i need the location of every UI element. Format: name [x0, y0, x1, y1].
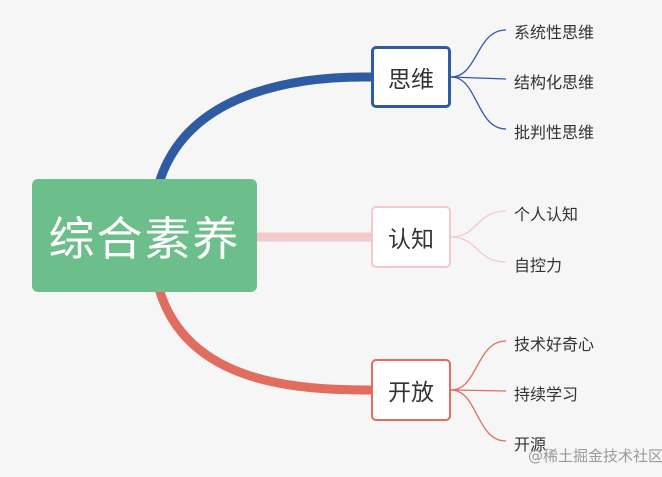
bracket-cognition-1: [450, 210, 507, 238]
leaf-node[interactable]: 技术好奇心: [514, 335, 595, 354]
bracket-open-3: [450, 389, 507, 442]
leaf-node[interactable]: 开源: [514, 435, 547, 454]
watermark: @稀土掘金技术社区: [528, 447, 662, 465]
bracket-open-1: [450, 340, 507, 391]
bracket-think-2: [450, 76, 507, 80]
leaf-node[interactable]: 持续学习: [514, 385, 579, 404]
connector-root-to-open: [155, 287, 376, 395]
root-label: 综合素养: [48, 211, 241, 266]
leaf-node[interactable]: 自控力: [514, 256, 563, 275]
bracket-think-3: [450, 76, 507, 130]
branch-label: 思维: [388, 67, 434, 93]
branch-label: 认知: [388, 227, 434, 253]
bracket-open-2: [450, 389, 507, 392]
branch-node-think[interactable]: 思维: [371, 46, 451, 108]
branch-node-open[interactable]: 开放: [371, 359, 451, 421]
leaf-node[interactable]: 系统性思维: [514, 23, 595, 42]
root-node[interactable]: 综合素养: [32, 179, 257, 292]
bracket-cognition-2: [450, 236, 507, 263]
connector-root-to-think: [155, 72, 376, 185]
bracket-think-1: [450, 29, 507, 78]
leaf-node[interactable]: 批判性思维: [514, 123, 595, 142]
branch-node-cognition[interactable]: 认知: [371, 206, 451, 268]
leaf-node[interactable]: 结构化思维: [514, 73, 595, 92]
leaf-node[interactable]: 个人认知: [514, 205, 579, 224]
branch-label: 开放: [388, 380, 434, 406]
